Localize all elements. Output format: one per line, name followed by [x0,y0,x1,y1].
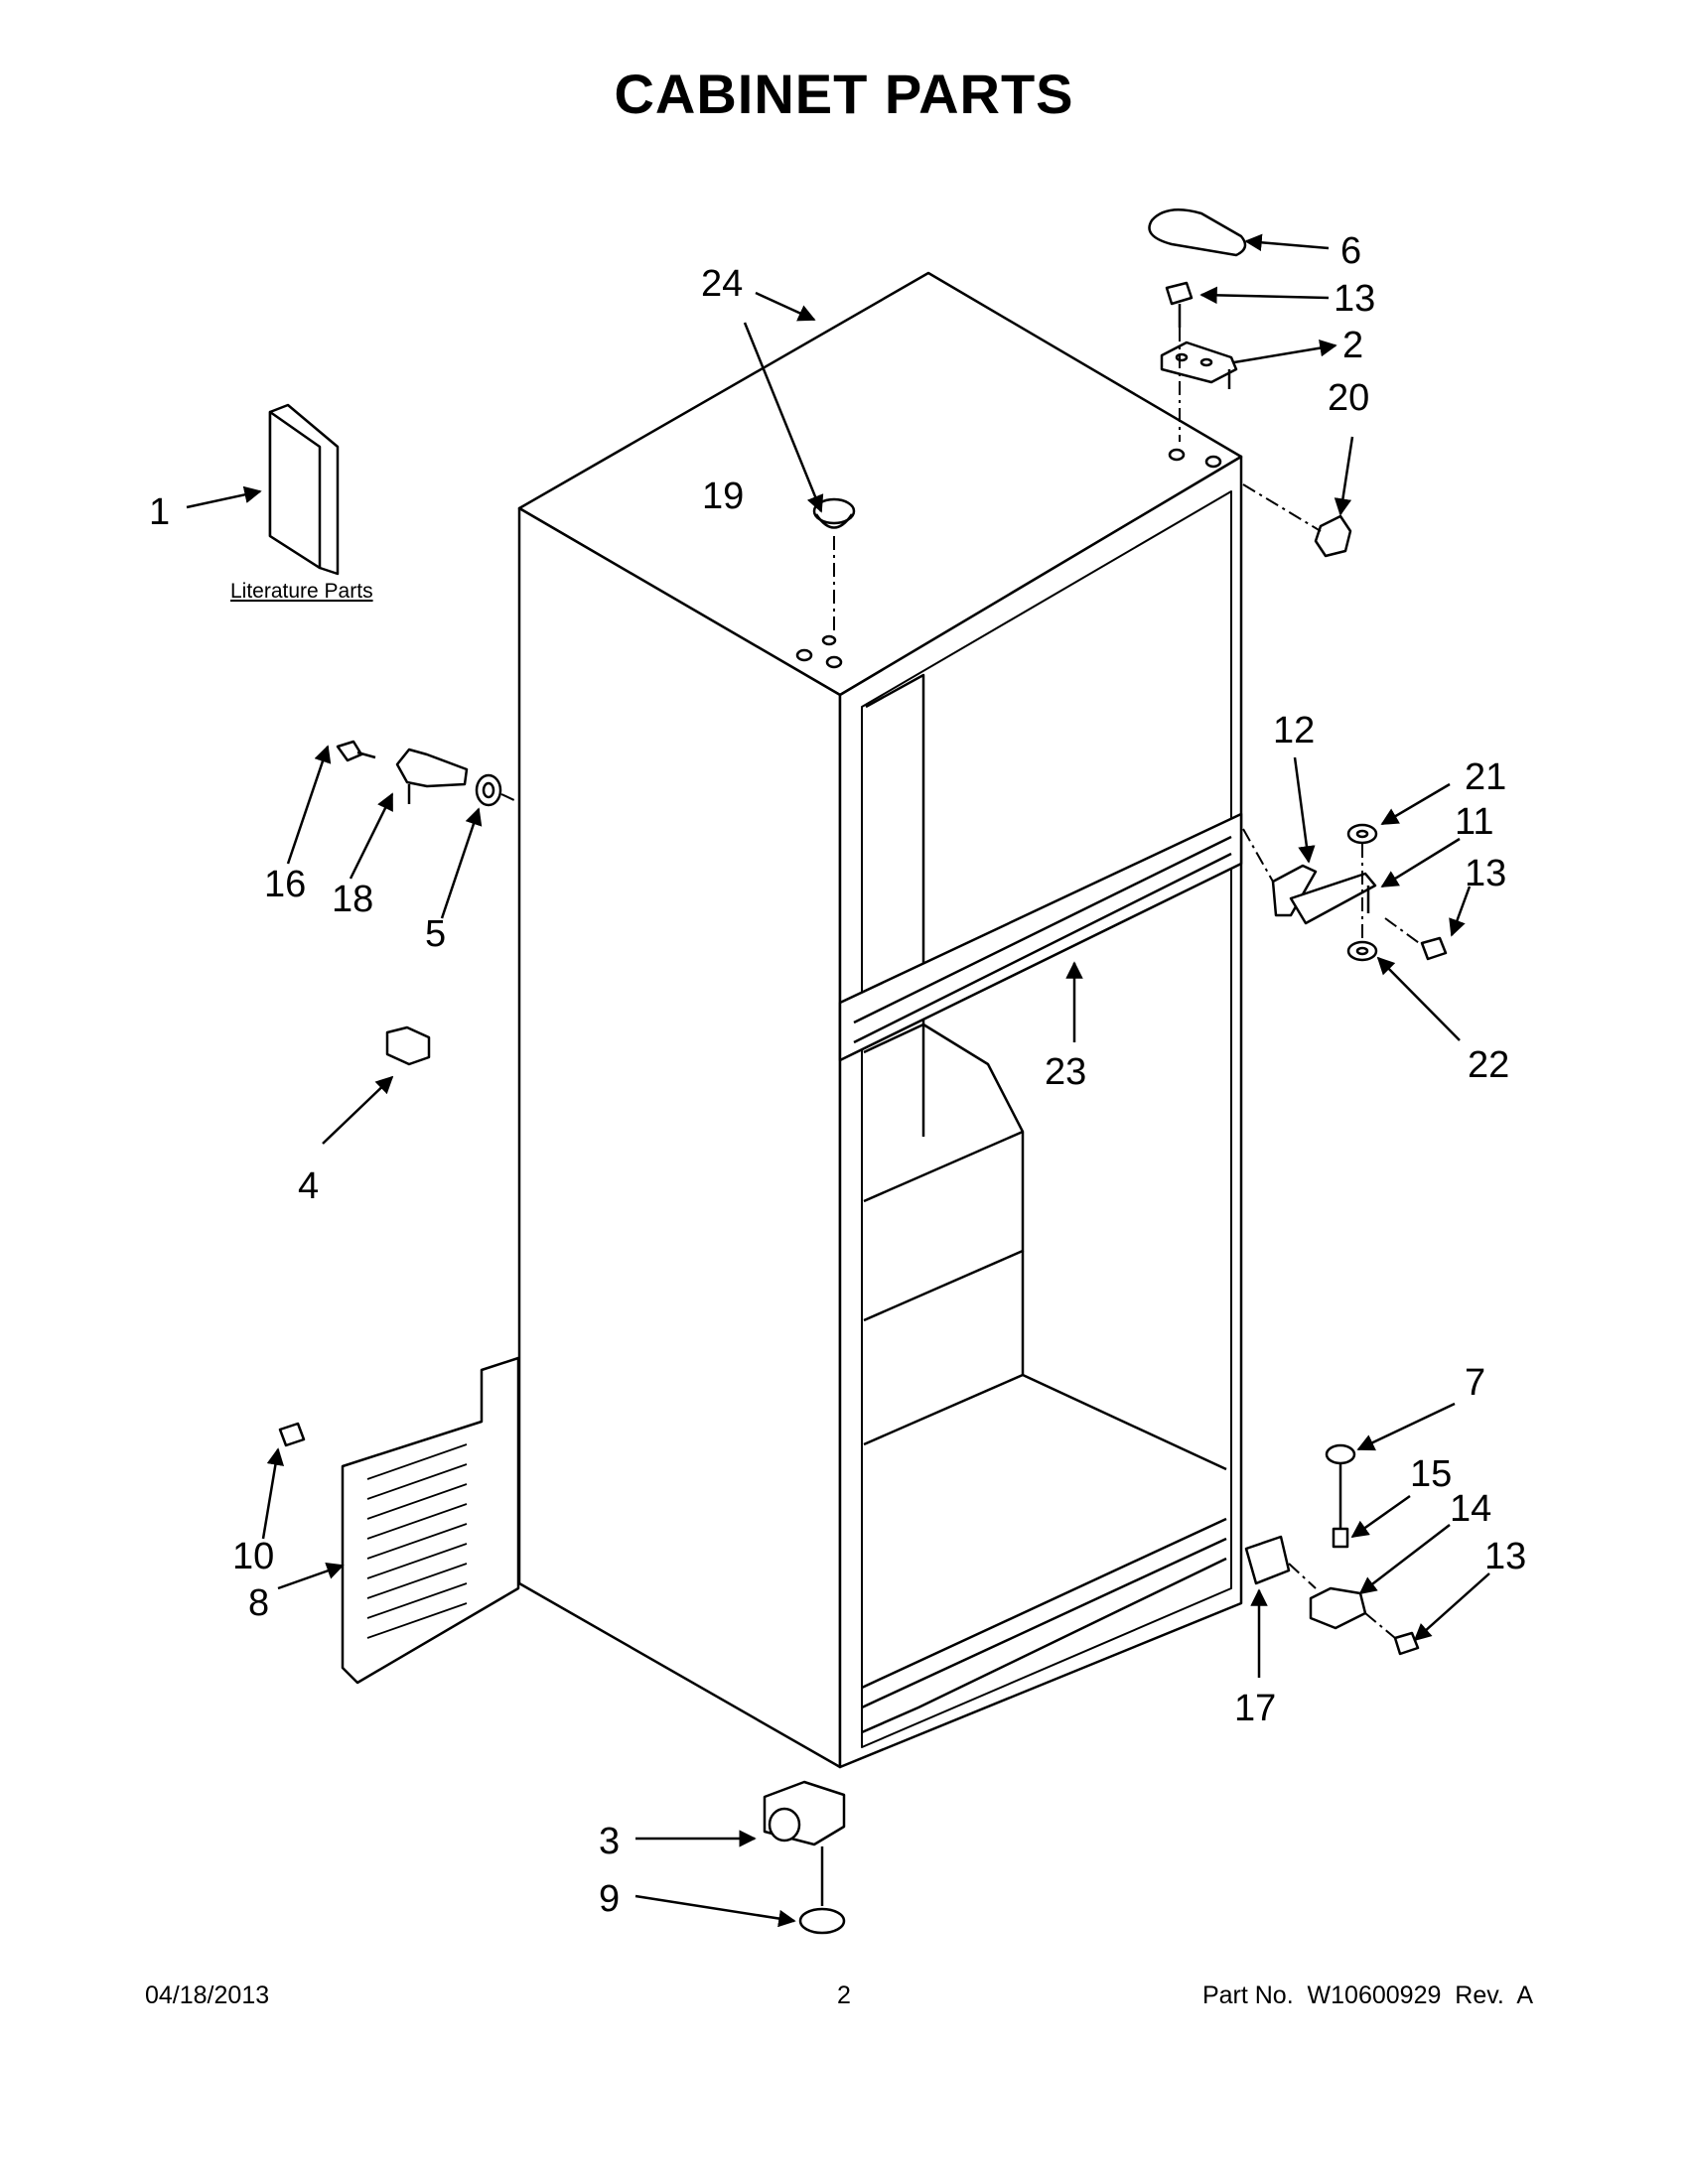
rear-access-grille [341,1356,520,1685]
callout-5: 5 [425,913,446,955]
callout-9: 9 [599,1878,620,1920]
literature-parts-label: Literature Parts [230,580,373,603]
callout-11: 11 [1455,801,1493,843]
hinge-pin-cap [1314,514,1352,558]
callout-6: 6 [1340,230,1361,272]
callout-19: 19 [702,476,744,517]
callout-10: 10 [232,1536,274,1577]
callout-24: 24 [701,263,743,305]
callout-7: 7 [1465,1362,1485,1404]
callout-13-top: 13 [1334,278,1375,320]
literature-booklet [268,403,340,576]
grille-screw [278,1422,306,1447]
top-hinge [1160,341,1238,389]
callout-14: 14 [1450,1488,1491,1530]
bottom-hinge-assembly [1244,1443,1420,1656]
callout-18: 18 [332,879,373,920]
clip [385,1025,431,1066]
front-roller [763,1780,846,1846]
callout-8: 8 [248,1582,269,1624]
callout-21: 21 [1465,756,1506,798]
leveling-leg [798,1846,846,1935]
callout-13-center: 13 [1465,853,1506,894]
top-hinge-screw [1165,281,1194,328]
callout-13-bottom: 13 [1484,1536,1526,1577]
cabinet-top-holes [795,448,1222,669]
cabinet-body [517,271,1243,1769]
footer-page-number: 2 [837,1981,851,2009]
footer-date: 04/18/2013 [145,1981,270,2009]
callout-20: 20 [1328,377,1369,419]
callout-2: 2 [1342,325,1363,366]
callout-23: 23 [1045,1051,1086,1093]
hinge-bushings [1346,823,1378,962]
footer-part-number: Part No. W10600929 Rev. A [1201,1981,1533,2009]
center-hinge-screw [1420,936,1448,961]
hinge-cover [1148,208,1247,257]
center-hinge [1271,864,1377,925]
callout-15: 15 [1410,1453,1452,1495]
callout-16: 16 [264,864,306,905]
callout-1: 1 [149,491,170,533]
callout-22: 22 [1468,1044,1509,1086]
handle-mount-assembly [336,740,502,807]
callout-17: 17 [1234,1688,1276,1729]
callout-3: 3 [599,1821,620,1862]
callout-labels: 1 2 3 4 5 6 7 8 9 10 11 12 13 13 13 14 1… [149,230,1526,1920]
callout-4: 4 [298,1165,319,1207]
callout-12: 12 [1273,710,1315,751]
page-title: CABINET PARTS [614,63,1074,125]
